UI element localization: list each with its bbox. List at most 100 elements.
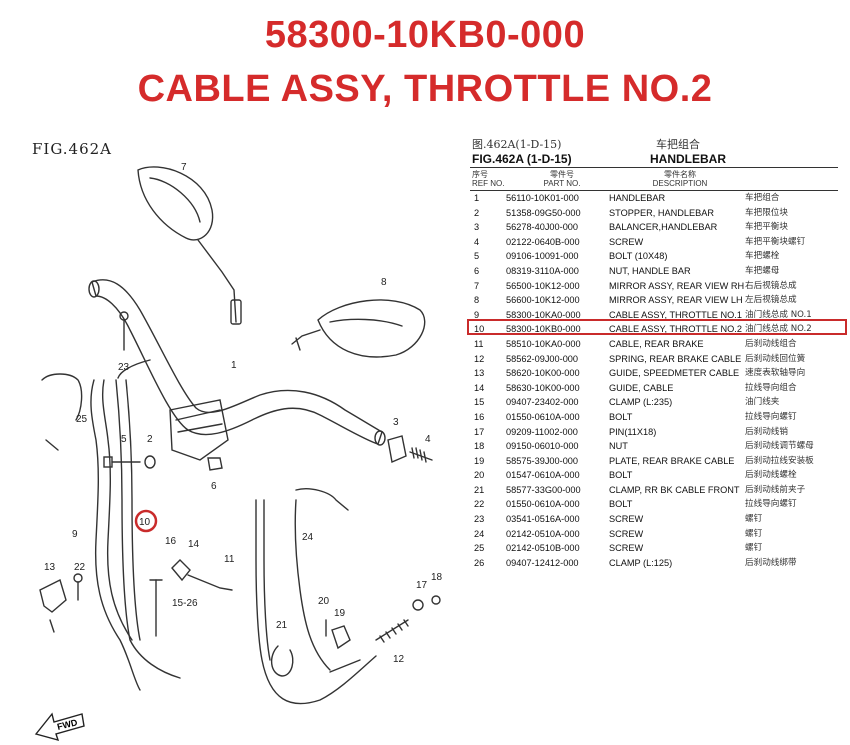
part-number-cell: 09106-10091-000 xyxy=(506,251,579,262)
table-row: 15 09407-23402-000 CLAMP (L:235) 油门线夹 xyxy=(470,395,838,410)
chinese-name-cell: 车把平衡块螺钉 xyxy=(745,236,806,247)
description-cell: SCREW xyxy=(609,514,644,525)
part-number-cell: 02142-0510A-000 xyxy=(506,528,580,539)
chinese-name-cell: 油门线夹 xyxy=(745,397,780,408)
part-number-cell: 02122-0640B-000 xyxy=(506,236,580,247)
callout-5: 5 xyxy=(121,434,127,445)
col-ref-cn: 序号 xyxy=(472,170,488,179)
ref-cell: 12 xyxy=(474,353,485,364)
column-headers: 序号 REF NO. 零件号 PART NO. 零件名称 DESCRIPTION xyxy=(470,168,838,191)
ref-cell: 17 xyxy=(474,426,485,437)
chinese-name-cell: 速度表软轴导向 xyxy=(745,368,806,379)
description-cell: CLAMP (L:125) xyxy=(609,557,673,568)
chinese-name-cell: 车把螺母 xyxy=(745,265,780,276)
description-cell: PIN(11X18) xyxy=(609,426,657,437)
callout-9: 9 xyxy=(72,529,78,540)
ref-cell: 10 xyxy=(474,324,485,335)
ref-cell: 19 xyxy=(474,455,485,466)
ref-cell: 20 xyxy=(474,470,485,481)
table-row: 20 01547-0610A-000 BOLT 后刹动线螺栓 xyxy=(470,468,838,483)
part-number-cell: 58630-10K00-000 xyxy=(506,382,580,393)
description-cell: CLAMP (L:235) xyxy=(609,397,673,408)
part-number-cell: 58620-10K00-000 xyxy=(506,368,580,379)
ref-cell: 13 xyxy=(474,368,485,379)
description-cell: GUIDE, SPEEDMETER CABLE xyxy=(609,368,740,379)
part-name-title: CABLE ASSY, THROTTLE NO.2 xyxy=(137,68,713,110)
chinese-name-cell: 后刹动拉线安装板 xyxy=(745,455,814,466)
callout-12: 12 xyxy=(393,654,405,665)
cn-group-label: 车把组合 xyxy=(656,138,700,151)
callout-3: 3 xyxy=(393,417,399,428)
callout-23: 23 xyxy=(118,362,130,373)
callout-8: 8 xyxy=(381,277,387,288)
part-number-cell: 09407-23402-000 xyxy=(506,397,579,408)
ref-cell: 8 xyxy=(474,295,480,306)
ref-cell: 14 xyxy=(474,382,485,393)
col-part: PART NO. xyxy=(543,179,581,188)
ref-cell: 26 xyxy=(474,557,485,568)
description-cell: SCREW xyxy=(609,543,644,554)
ref-cell: 5 xyxy=(474,251,480,262)
callout-11: 11 xyxy=(224,554,235,565)
callout-7: 7 xyxy=(181,162,187,173)
description-cell: BOLT xyxy=(609,411,633,422)
handlebar-drawing xyxy=(91,279,383,445)
ref-cell: 22 xyxy=(474,499,485,510)
description-cell: SCREW xyxy=(609,236,644,247)
callout-4: 4 xyxy=(425,434,431,445)
part-number-cell: 58577-33G00-000 xyxy=(506,484,581,495)
part-number-cell: 01547-0610A-000 xyxy=(506,470,580,481)
throttle-cable-1-drawing xyxy=(90,379,141,691)
part-number-cell: 58300-10KB0-000 xyxy=(506,324,581,335)
description-cell: BALANCER,HANDLEBAR xyxy=(609,222,718,233)
part-number-cell: 09407-12412-000 xyxy=(506,557,579,568)
description-cell: MIRROR ASSY, REAR VIEW RH xyxy=(609,280,745,291)
figure-label: FIG.462A xyxy=(32,140,113,158)
ref-cell: 16 xyxy=(474,411,485,422)
callout-13: 13 xyxy=(44,562,56,573)
highlight-row-box xyxy=(467,319,847,335)
ref-cell: 15 xyxy=(474,397,485,408)
part-number-cell: 08319-3110A-000 xyxy=(506,265,579,276)
description-cell: NUT xyxy=(609,441,628,452)
description-cell: SCREW xyxy=(609,528,644,539)
ref-cell: 18 xyxy=(474,441,485,452)
callout-19: 19 xyxy=(334,608,346,619)
col-ref: REF NO. xyxy=(472,179,505,188)
callout-2: 2 xyxy=(147,434,153,445)
description-cell: SPRING, REAR BRAKE CABLE xyxy=(609,353,742,364)
rear-brake-cable-drawing xyxy=(255,499,377,705)
description-cell: BOLT xyxy=(609,470,633,481)
group-title: HANDLEBAR xyxy=(650,152,726,166)
part-number-cell: 58575-39J00-000 xyxy=(506,455,579,466)
part-number-cell: 58300-10KA0-000 xyxy=(506,309,581,320)
part-number-cell: 01550-0610A-000 xyxy=(506,411,580,422)
fwd-label: FWD xyxy=(56,717,79,732)
ref-cell: 1 xyxy=(474,193,480,203)
callout-14: 14 xyxy=(188,539,200,550)
part-number-cell: 09209-11002-000 xyxy=(506,426,578,437)
parts-list: 图.462A(1-D-15) 车把组合 FIG.462A (1-D-15) HA… xyxy=(467,136,847,571)
ref-cell: 24 xyxy=(474,528,485,539)
description-cell: CABLE ASSY, THROTTLE NO.1 xyxy=(609,309,742,320)
chinese-name-cell: 后刹动线螺栓 xyxy=(745,470,797,481)
chinese-name-cell: 右后视镜总成 xyxy=(745,280,797,291)
chinese-name-cell: 螺钉 xyxy=(745,528,763,539)
callout-1: 1 xyxy=(231,360,237,371)
part-number-cell: 56600-10K12-000 xyxy=(506,295,580,306)
chinese-name-cell: 车把平衡块 xyxy=(745,222,788,233)
chinese-name-cell: 螺钉 xyxy=(745,543,763,554)
callout-18: 18 xyxy=(431,572,443,583)
ref-cell: 3 xyxy=(474,222,480,233)
part-number-cell: 51358-09G50-000 xyxy=(506,207,581,218)
